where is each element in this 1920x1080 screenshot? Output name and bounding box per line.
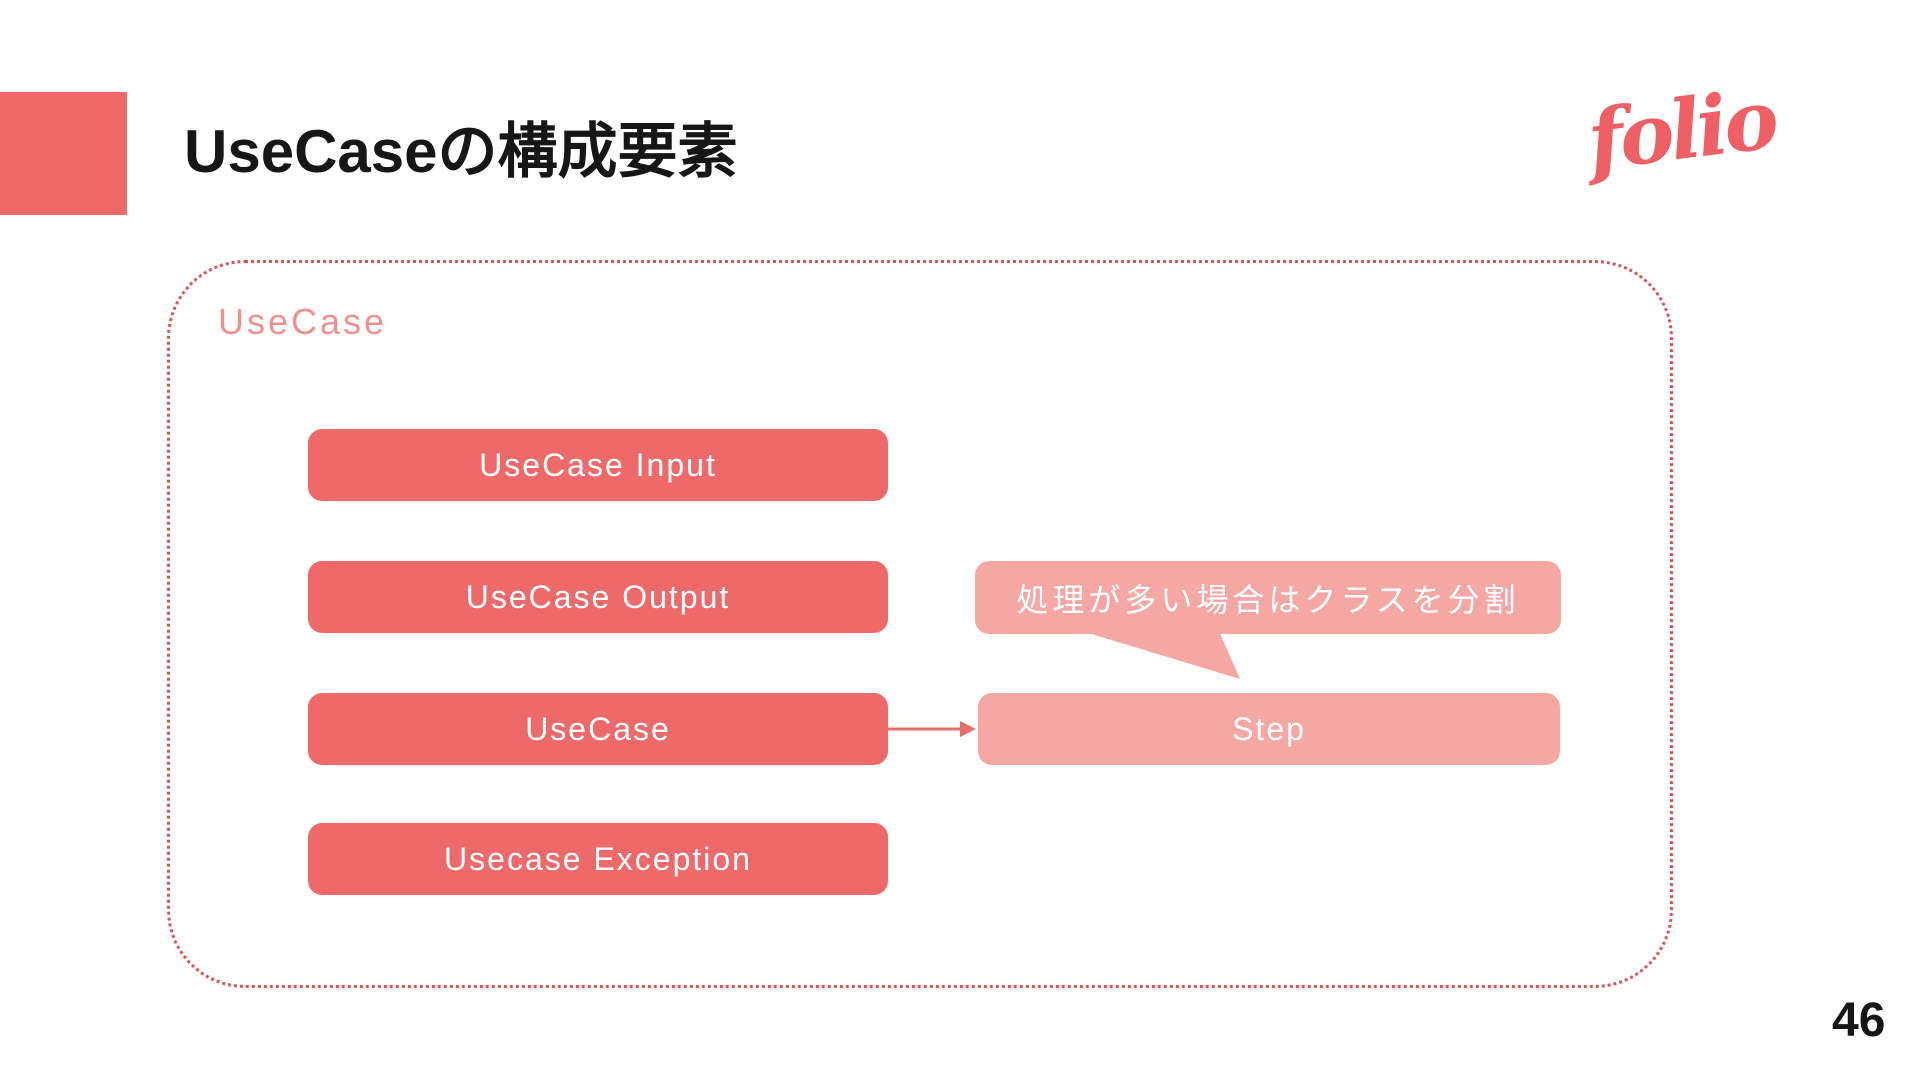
page-number: 46: [1832, 994, 1886, 1047]
callout-bubble: 処理が多い場合はクラスを分割: [975, 561, 1561, 634]
box-usecase-exception: Usecase Exception: [308, 823, 888, 895]
folio-logo-graphic: folio: [1578, 71, 1783, 190]
container-label: UseCase: [218, 301, 388, 342]
folio-logo-text: folio: [1580, 71, 1782, 190]
box-usecase: UseCase: [308, 693, 888, 765]
arrow-usecase-to-step: [886, 721, 976, 737]
box-usecase-output: UseCase Output: [308, 561, 888, 633]
callout-text: 処理が多い場合はクラスを分割: [1016, 581, 1520, 618]
box-label: Usecase Exception: [444, 840, 752, 877]
page-title: UseCaseの構成要素: [184, 118, 738, 185]
box-usecase-input: UseCase Input: [308, 429, 888, 501]
box-label: Step: [1232, 710, 1306, 747]
box-step: Step: [978, 693, 1560, 765]
box-label: UseCase Output: [465, 578, 731, 615]
accent-square: [0, 92, 127, 215]
box-label: UseCase: [525, 710, 671, 747]
box-label: UseCase Input: [479, 446, 717, 483]
callout-tail: [1075, 629, 1240, 679]
arrow-head: [960, 721, 976, 737]
folio-logo: folio: [1578, 62, 1790, 202]
callout-tail-shape: [1075, 629, 1240, 679]
usecase-container: UseCase UseCase Input UseCase Output 処理が…: [167, 260, 1673, 988]
